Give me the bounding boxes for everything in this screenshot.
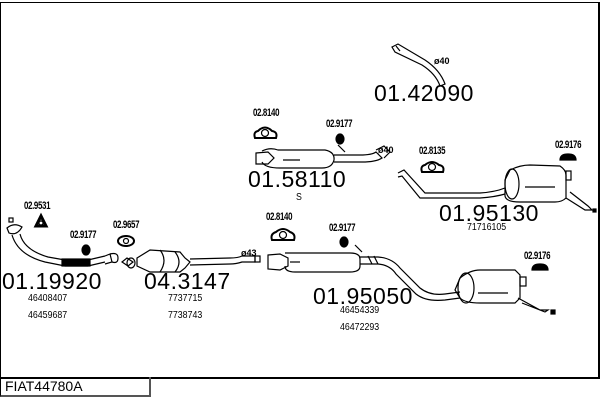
- gasket-cat-icon: [117, 235, 135, 247]
- hanger-rear-lower-icon: [531, 263, 549, 271]
- clamp-mid-icon: [339, 236, 349, 248]
- part-number: 01.95050: [313, 283, 413, 309]
- part-number: 01.95130: [439, 200, 539, 226]
- rear-silencer-lower-drawing: [454, 269, 556, 315]
- small-marker: [8, 217, 14, 223]
- part-number: 01.42090: [374, 80, 474, 106]
- gasket-front-icon: [33, 212, 49, 228]
- oem-reference: 7738743: [168, 310, 203, 321]
- oem-reference: 71716105: [467, 222, 507, 233]
- catalytic-converter-drawing: [120, 249, 261, 273]
- diagram-frame: [0, 2, 600, 379]
- accessory-label: 02.9531: [24, 200, 51, 212]
- part-number: 01.19920: [2, 268, 102, 294]
- mount-rear-icon: [420, 161, 445, 173]
- oem-reference: 46472293: [340, 322, 380, 333]
- oem-reference: 7737715: [168, 293, 203, 304]
- oem-reference: 46459687: [28, 310, 68, 321]
- accessory-label: 02.9657: [113, 219, 140, 231]
- accessory-label: 02.9177: [329, 222, 356, 234]
- clamp-front-icon: [81, 244, 91, 256]
- mount-mid-icon: [270, 228, 296, 241]
- mount-s-icon: [253, 126, 278, 139]
- accessory-label: 02.9177: [326, 118, 353, 130]
- part-number: 01.58110: [248, 166, 347, 192]
- accessory-label: 02.9176: [555, 139, 582, 151]
- front-flange: [6, 224, 23, 235]
- accessory-label: 02.9176: [524, 250, 551, 262]
- diameter-label: ø40: [434, 56, 450, 66]
- oem-reference: S: [296, 192, 302, 203]
- accessory-label: 02.9177: [70, 229, 97, 241]
- clamp-s-icon: [335, 133, 345, 145]
- accessory-label: 02.8135: [419, 145, 446, 157]
- front-pipe-flex: [61, 258, 91, 267]
- middle-silencer-s-drawing: [255, 144, 391, 169]
- diagram-title: FIAT44780A: [5, 378, 83, 394]
- oem-reference: 46408407: [28, 293, 68, 304]
- front-pipe-drawing: [6, 217, 119, 267]
- accessory-label: 02.8140: [266, 211, 293, 223]
- diameter-label: ø40: [378, 145, 394, 155]
- part-number: 04.3147: [144, 268, 231, 294]
- oem-reference: 46454339: [340, 305, 380, 316]
- rear-pipe-drawing: [391, 43, 446, 87]
- accessory-label: 02.8140: [253, 107, 280, 119]
- diameter-label: ø43: [241, 248, 257, 258]
- diagram-label-box: FIAT44780A: [0, 377, 151, 397]
- hanger-rear-upper-icon: [559, 153, 577, 161]
- middle-silencer-drawing: [267, 244, 461, 301]
- rear-silencer-upper-drawing: [397, 164, 597, 213]
